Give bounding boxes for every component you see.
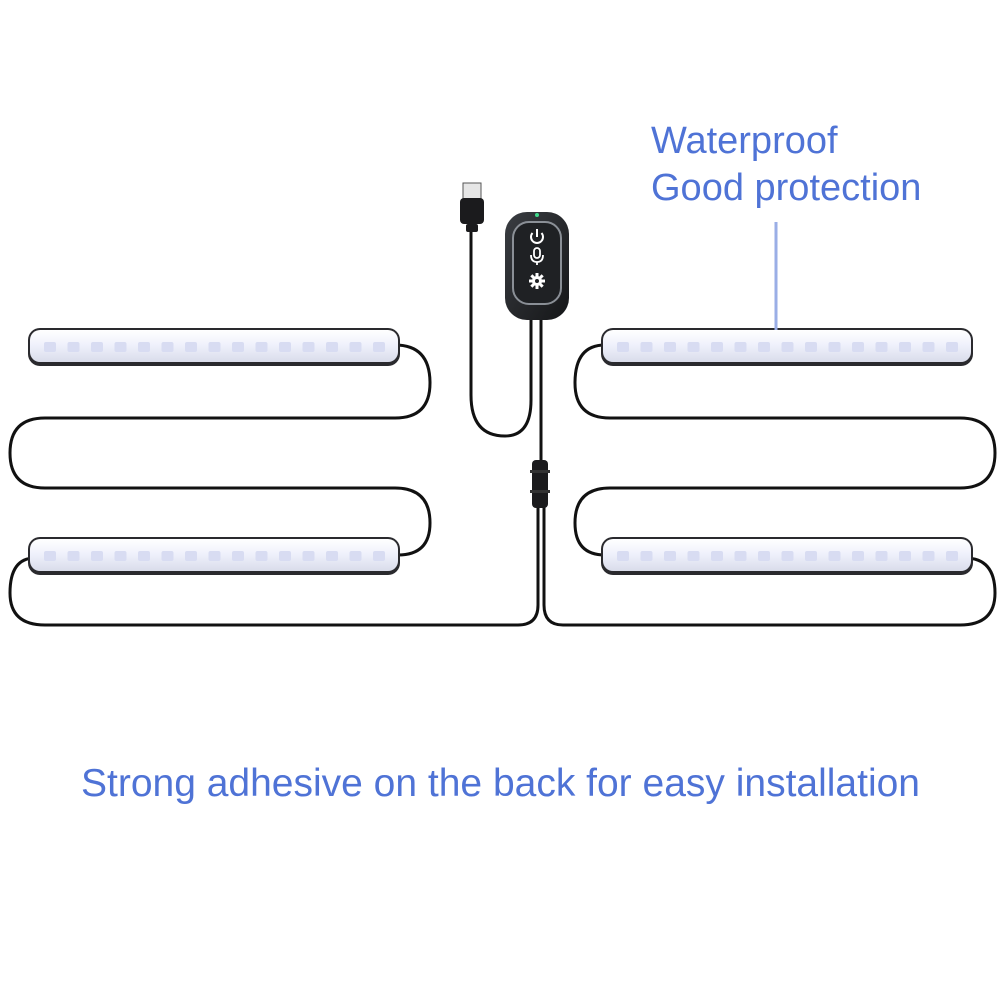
gear-icon — [529, 273, 545, 289]
led-chip — [373, 551, 385, 561]
led-chip — [232, 342, 244, 352]
led-chip — [805, 551, 817, 561]
led-chip — [828, 342, 841, 352]
adhesive-caption: Strong adhesive on the back for easy ins… — [80, 762, 920, 805]
led-chip — [922, 551, 935, 561]
led-chip — [279, 342, 291, 352]
led-chip — [640, 342, 653, 352]
right-top-cable — [573, 343, 997, 557]
led-chip — [326, 342, 338, 352]
led-chip — [255, 342, 268, 352]
led-chip — [91, 342, 103, 352]
led-chip — [781, 551, 794, 561]
led-chip — [302, 342, 315, 352]
led-chip — [114, 342, 127, 352]
power-icon — [530, 229, 544, 244]
led-chip — [349, 342, 362, 352]
led-chip — [208, 342, 221, 352]
led-chip — [734, 342, 747, 352]
callout-line-protection: Good protection — [651, 167, 922, 209]
led-chip — [326, 551, 338, 561]
led-chip — [664, 551, 676, 561]
led-chip — [138, 551, 150, 561]
led-chip — [114, 551, 127, 561]
right-bottom-strip — [601, 537, 973, 575]
led-chip — [711, 342, 723, 352]
led-chip — [828, 551, 841, 561]
led-strips — [28, 328, 973, 575]
cable-set — [8, 226, 997, 627]
led-chip — [302, 551, 315, 561]
led-chip — [852, 342, 864, 352]
led-chip — [617, 342, 629, 352]
left-top-strip — [28, 328, 400, 366]
led-chip — [875, 551, 888, 561]
led-chip — [373, 342, 385, 352]
callout-line-waterproof: Waterproof — [651, 120, 838, 162]
led-chip — [232, 551, 244, 561]
right-top-strip — [601, 328, 973, 366]
led-chip — [44, 551, 56, 561]
led-chip — [899, 342, 911, 352]
led-chip — [805, 342, 817, 352]
led-chip — [91, 551, 103, 561]
led-chip — [161, 342, 174, 352]
cable-splitter — [532, 460, 548, 508]
led-chip — [185, 342, 197, 352]
left-top-cable — [8, 343, 432, 557]
led-chip — [711, 551, 723, 561]
usb-cable — [469, 226, 533, 438]
usb-plug-icon — [460, 182, 484, 232]
led-chip — [687, 342, 700, 352]
led-chip — [758, 551, 770, 561]
led-chip — [617, 551, 629, 561]
led-chip — [279, 551, 291, 561]
led-chip — [734, 551, 747, 561]
left-bottom-cable — [8, 503, 540, 627]
led-chip — [875, 342, 888, 352]
led-chip — [922, 342, 935, 352]
led-chip — [899, 551, 911, 561]
led-chip — [185, 551, 197, 561]
left-bottom-strip — [28, 537, 400, 575]
led-chip — [946, 551, 958, 561]
led-chip — [44, 342, 56, 352]
led-chip — [758, 342, 770, 352]
led-chip — [138, 342, 150, 352]
led-chip — [852, 551, 864, 561]
led-chip — [664, 342, 676, 352]
led-chip — [208, 551, 221, 561]
waterproof-callout: Waterproof Good protection — [651, 118, 921, 212]
led-chip — [946, 342, 958, 352]
microphone-icon — [530, 247, 544, 265]
led-chip — [781, 342, 794, 352]
led-chip — [161, 551, 174, 561]
remote-controller — [505, 212, 569, 320]
led-chip — [255, 551, 268, 561]
led-chip — [640, 551, 653, 561]
led-chip — [67, 342, 80, 352]
led-chip — [687, 551, 700, 561]
led-chip — [349, 551, 362, 561]
led-chip — [67, 551, 80, 561]
right-bottom-cable — [542, 503, 997, 627]
